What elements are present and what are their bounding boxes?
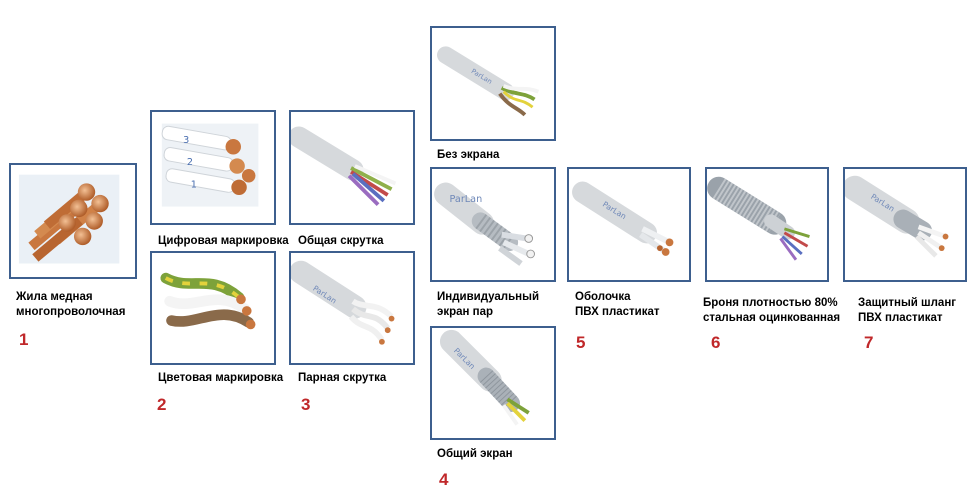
label-overall-shield: Общий экран <box>437 448 513 460</box>
number-6: 6 <box>711 333 721 352</box>
svg-text:2: 2 <box>187 157 193 168</box>
cable-protective-hose-icon: ParLan <box>845 175 949 258</box>
image-pvc-sheath: ParLan <box>567 167 691 282</box>
number-7: 7 <box>864 333 874 352</box>
label-color-marking: Цветовая маркировка <box>158 372 284 384</box>
label-steel-armor: Броня плотностью 80% стальная оцинкованн… <box>703 297 841 324</box>
label-protective-hose: Защитный шланг ПВХ пластикат <box>858 297 957 324</box>
number-5: 5 <box>576 333 586 352</box>
image-overall-shield: ParLan <box>430 326 556 440</box>
svg-text:ParLan: ParLan <box>450 194 483 205</box>
number-1: 1 <box>19 330 29 349</box>
cable-steel-armor-icon <box>707 176 810 261</box>
svg-text:1: 1 <box>191 179 197 190</box>
label-unshielded: Без экрана <box>437 149 500 161</box>
label-digital-marking: Цифровая маркировка <box>158 235 289 247</box>
image-copper-core <box>9 163 137 279</box>
cable-pvc-sheath-icon: ParLan <box>572 181 674 256</box>
cable-common-twist-icon <box>291 126 397 207</box>
image-color-marking <box>150 251 276 365</box>
svg-text:3: 3 <box>183 135 189 146</box>
image-protective-hose: ParLan <box>843 167 967 282</box>
label-pvc-sheath: Оболочка ПВХ пластикат <box>575 291 660 318</box>
number-3: 3 <box>301 395 311 414</box>
label-copper-core: Жила медная многопроволочная <box>16 291 126 318</box>
image-digital-marking: 3 2 1 <box>150 110 276 225</box>
image-steel-armor <box>705 167 829 282</box>
image-individual-shield: ParLan <box>430 167 556 282</box>
label-common-twist: Общая скрутка <box>298 235 384 247</box>
image-common-twist <box>289 110 415 225</box>
label-individual-shield: Индивидуальный экран пар <box>437 291 540 318</box>
copper-strands-icon <box>28 183 109 262</box>
numbered-cores-icon: 3 2 1 <box>161 125 256 196</box>
cable-individual-shield-icon: ParLan <box>434 182 535 266</box>
number-2: 2 <box>157 395 167 414</box>
label-pair-twist: Парная скрутка <box>298 372 387 384</box>
number-4: 4 <box>439 470 449 489</box>
cable-overall-shield-icon: ParLan <box>439 329 530 426</box>
cable-unshielded-icon: ParLan <box>437 46 540 117</box>
image-pair-twist: ParLan <box>289 251 415 365</box>
cable-pair-twist-icon: ParLan <box>291 260 395 345</box>
colored-cores-icon <box>160 272 256 330</box>
image-unshielded: ParLan <box>430 26 556 141</box>
